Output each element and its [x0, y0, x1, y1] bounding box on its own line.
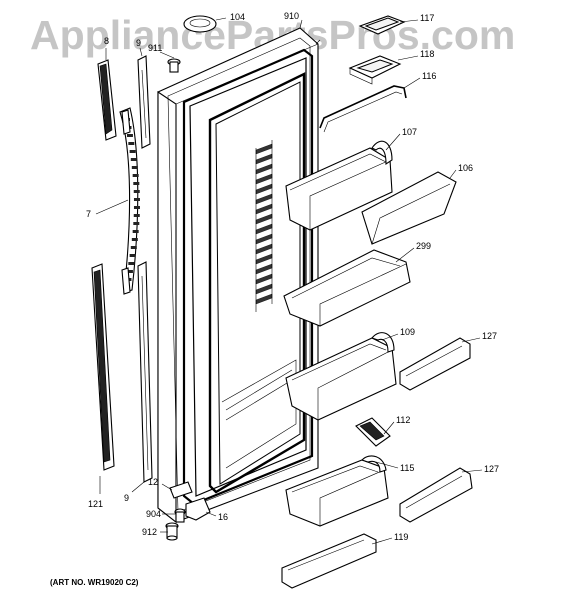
callout-109: 109 — [400, 327, 416, 337]
door-bin-115 — [285, 455, 389, 527]
callout-112: 112 — [396, 415, 411, 425]
callout-127-upper: 127 — [482, 331, 498, 341]
callout-118: 118 — [420, 49, 435, 59]
handle-grip-tooth — [128, 142, 135, 145]
trim-strip-9-top — [137, 55, 151, 149]
door-liner — [208, 72, 306, 494]
lower-handle-trim-121 — [91, 263, 115, 471]
screw-911 — [167, 58, 181, 73]
top-cap-104 — [183, 15, 217, 33]
callout-16: 16 — [218, 512, 229, 522]
handle-grip-tooth — [130, 158, 137, 161]
handle-grip-tooth — [129, 150, 136, 153]
door-outer-shell — [157, 27, 319, 524]
handle-grip-tooth — [131, 166, 138, 169]
handle-grip-tooth — [133, 182, 140, 185]
callout-115: 115 — [400, 463, 415, 473]
bin-front-119 — [281, 533, 377, 589]
bin-front-127-lower — [399, 467, 473, 523]
handle-grip-tooth — [126, 270, 133, 273]
handle-grip-tooth — [132, 174, 139, 177]
art-number: (ART NO. WR19020 C2) — [50, 578, 139, 587]
handle-trim-8 — [97, 59, 117, 141]
callout-911: 911 — [148, 43, 163, 53]
handle-grip-tooth — [133, 222, 140, 225]
callout-117: 117 — [420, 13, 435, 23]
bin-cover-106 — [361, 171, 457, 245]
door-handle-7 — [119, 107, 140, 295]
callout-107: 107 — [402, 127, 418, 137]
handle-grip-tooth — [129, 254, 136, 257]
clip-112 — [355, 417, 391, 447]
callout-9-top: 9 — [136, 38, 142, 48]
callout-9-bottom: 9 — [124, 493, 130, 503]
cover-117 — [358, 15, 406, 35]
callout-912: 912 — [142, 527, 158, 537]
holder-118 — [348, 55, 402, 85]
handle-grip-tooth — [133, 190, 140, 193]
trim-strip-9-bottom — [137, 261, 153, 483]
callout-12: 12 — [148, 477, 159, 487]
hinge-bracket-12 — [169, 481, 193, 499]
door-bin-107 — [285, 140, 393, 231]
door-shelf-299 — [283, 249, 411, 327]
callout-299: 299 — [416, 241, 432, 251]
handle-grip-tooth — [126, 134, 133, 137]
handle-grip-tooth — [130, 246, 137, 249]
callout-7: 7 — [86, 209, 92, 219]
callout-904: 904 — [146, 509, 162, 519]
callout-106: 106 — [458, 163, 474, 173]
callout-119: 119 — [394, 532, 409, 542]
handle-grip-tooth — [133, 198, 140, 201]
handle-grip-tooth — [132, 230, 139, 233]
callout-116: 116 — [422, 71, 437, 81]
leader-lines — [95, 17, 483, 545]
bushing-912 — [165, 522, 179, 541]
callout-104: 104 — [230, 12, 246, 22]
callout-121: 121 — [88, 499, 104, 509]
rail-116 — [319, 85, 407, 133]
door-gasket — [182, 48, 314, 506]
handle-grip-tooth — [131, 238, 138, 241]
handle-grip-tooth — [128, 262, 135, 265]
callout-127-lower: 127 — [484, 464, 500, 474]
hinge-904 — [174, 508, 186, 523]
handle-grip-tooth — [133, 206, 140, 209]
callout-910: 910 — [284, 11, 300, 21]
hinge-cover-16 — [185, 497, 211, 521]
bin-front-127-upper — [399, 337, 471, 391]
callout-8: 8 — [104, 36, 110, 46]
handle-grip-tooth — [133, 214, 140, 217]
